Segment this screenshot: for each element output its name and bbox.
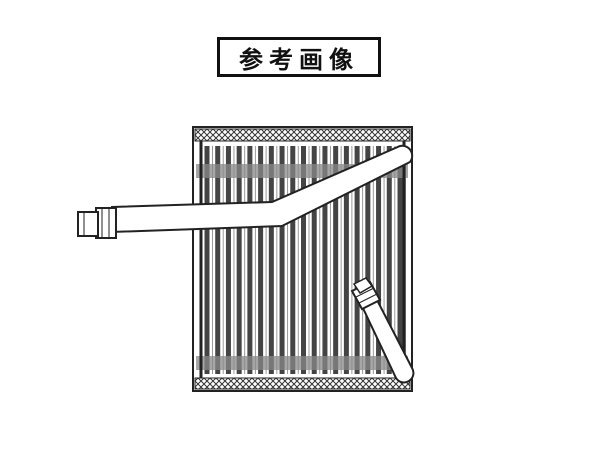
- core-tube: [268, 146, 274, 374]
- core-tube: [354, 146, 360, 374]
- bottom-header-tank: [194, 377, 411, 390]
- lower-band: [196, 356, 408, 370]
- top-header-tank: [194, 128, 411, 142]
- core-tube: [343, 146, 349, 374]
- outlet-pipe: [350, 277, 415, 384]
- core-tube: [397, 146, 403, 374]
- core-tube: [301, 146, 306, 374]
- core-tube: [225, 146, 231, 374]
- reference-image-label: 参考画像: [217, 37, 381, 77]
- core-tube: [365, 146, 371, 374]
- inlet-pipe: [77, 144, 414, 239]
- inlet-nut: [77, 211, 99, 237]
- core-tube: [258, 146, 264, 374]
- core-tube: [236, 146, 242, 374]
- core-tube: [386, 146, 392, 374]
- core-tube: [322, 146, 328, 374]
- core-tube: [215, 146, 221, 374]
- core-tube: [333, 146, 339, 374]
- core-tube: [204, 146, 210, 374]
- core-tube: [311, 146, 317, 374]
- core-tubes: [204, 146, 406, 374]
- core-tube: [279, 146, 285, 374]
- core-tube: [290, 146, 296, 374]
- core-tube: [247, 146, 253, 374]
- core-tube: [376, 146, 382, 374]
